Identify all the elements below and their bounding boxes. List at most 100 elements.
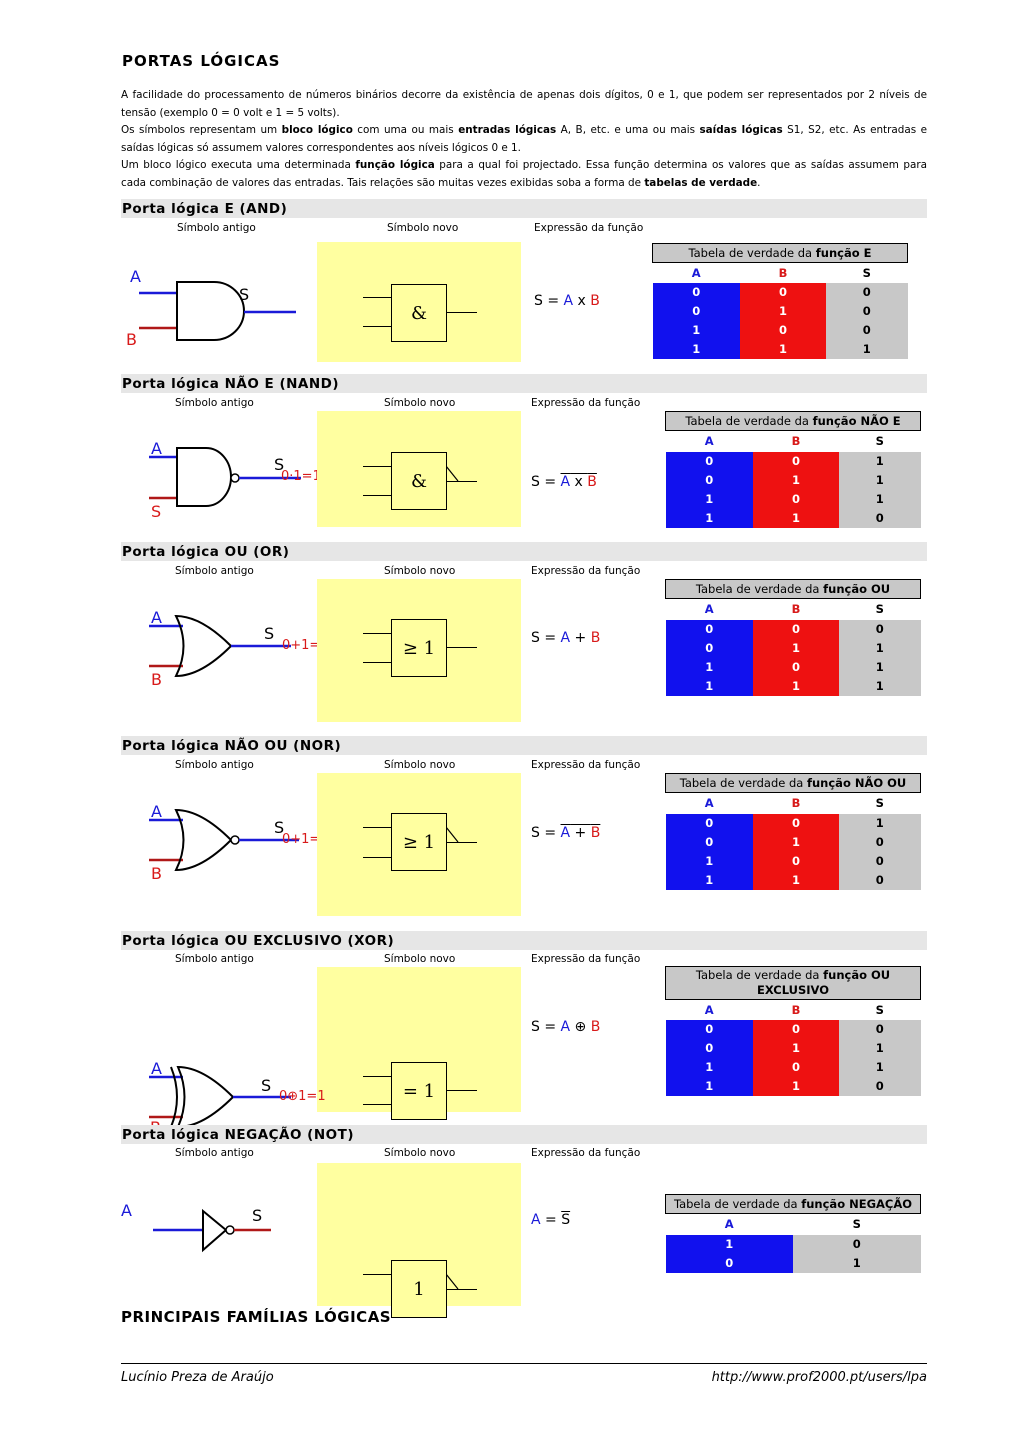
cell-b: 1 xyxy=(752,470,839,490)
nor-pin xyxy=(447,842,477,844)
section-band xyxy=(121,542,927,561)
cell-b: 0 xyxy=(752,813,839,833)
nand-pin xyxy=(363,495,391,497)
cell-b: 0 xyxy=(752,451,839,471)
expr-part: S = xyxy=(531,630,561,646)
xor-expression: S = A ⊕ B xyxy=(531,1019,600,1035)
cell-b: 0 xyxy=(752,619,839,639)
expr-part: B xyxy=(590,825,601,841)
expr-part: A xyxy=(560,630,571,646)
intro-term: bloco lógico xyxy=(281,124,353,136)
nor-input-a-label: A xyxy=(151,802,162,821)
xor-gate-old-symbol xyxy=(149,1065,291,1129)
cell-b: 1 xyxy=(752,1038,839,1058)
or-gate-old-symbol xyxy=(149,614,291,678)
cell-s: 0 xyxy=(838,508,921,528)
header-s: S xyxy=(875,602,884,617)
section-band xyxy=(121,199,927,218)
cell-a: 1 xyxy=(665,870,753,890)
expr-part: + xyxy=(570,630,591,646)
nand-input-b-label: S xyxy=(151,502,162,521)
cell-s: 1 xyxy=(838,638,921,658)
col-label-expr: Expressão da função xyxy=(534,222,644,234)
cell-b: 1 xyxy=(739,339,826,359)
or-note: 0+1=1 xyxy=(282,638,329,653)
section-band xyxy=(121,736,927,755)
cell-s: 1 xyxy=(838,813,921,833)
col-label-old: Símbolo antigo xyxy=(175,759,254,771)
intro-p2: A, B, etc. e uma ou mais xyxy=(556,124,700,136)
or-pin xyxy=(363,662,391,664)
cell-s: 1 xyxy=(838,676,921,696)
or-input-b-label: B xyxy=(151,670,162,689)
cell-a: 1 xyxy=(665,851,753,871)
cell-b: 0 xyxy=(739,282,826,302)
nor-pin xyxy=(363,827,391,829)
cell-s: 1 xyxy=(839,1038,921,1058)
xor-pin xyxy=(447,1090,477,1092)
expr-part: A xyxy=(560,825,571,841)
cell-b: 1 xyxy=(752,508,839,528)
section-title-xor: Porta lógica OU EXCLUSIVO (XOR) xyxy=(122,933,395,949)
section-title-and: Porta lógica E (AND) xyxy=(122,201,288,217)
expr-part: B xyxy=(587,474,597,490)
expr-part: A xyxy=(563,293,574,309)
cell-s: 0 xyxy=(793,1234,921,1254)
nand-pin xyxy=(363,466,391,468)
header-b: B xyxy=(791,434,801,449)
caption-function: função NEGAÇÃO xyxy=(801,1197,913,1211)
and-input-a-label: A xyxy=(130,267,141,286)
caption-prefix: Tabela de verdade da xyxy=(679,776,807,790)
intro-p2: S1, S2, etc. As entradas e saídas lógica… xyxy=(121,124,928,154)
cell-s: 0 xyxy=(838,619,921,639)
cell-a: 0 xyxy=(652,282,740,302)
cell-b: 1 xyxy=(752,832,839,852)
col-label-old: Símbolo antigo xyxy=(175,565,254,577)
not-gate-old-symbol xyxy=(153,1208,271,1253)
caption-function: função OU EXCLUSIVO xyxy=(756,968,891,997)
intro-p3: para a qual foi projectado. Essa função … xyxy=(121,159,927,189)
section-title-families: PRINCIPAIS FAMÍLIAS LÓGICAS xyxy=(121,1308,392,1326)
expr-part: A xyxy=(531,1212,541,1228)
negation-mark-icon xyxy=(446,827,459,843)
expr-part: ⊕ xyxy=(570,1019,591,1035)
header-s: S xyxy=(875,796,884,811)
expr-part: A xyxy=(560,474,571,490)
xor-output-label: S xyxy=(261,1076,272,1095)
cell-a: 0 xyxy=(665,1038,753,1058)
nor-pin xyxy=(363,857,391,859)
header-a: A xyxy=(704,434,714,449)
cell-s: 0 xyxy=(839,1019,921,1039)
section-band xyxy=(121,931,927,950)
footer-url[interactable]: http://www.prof2000.pt/users/lpa xyxy=(711,1370,927,1385)
cell-a: 1 xyxy=(665,1076,753,1096)
cell-a: 0 xyxy=(665,1019,753,1039)
caption-prefix: Tabela de verdade da xyxy=(695,968,824,982)
xor-pin xyxy=(363,1076,391,1078)
and-input-b-label: B xyxy=(126,330,137,349)
col-label-expr: Expressão da função xyxy=(531,565,641,577)
cell-s: 0 xyxy=(838,870,921,890)
section-band xyxy=(121,1125,927,1144)
cell-a: 1 xyxy=(665,657,753,677)
expr-part: S = xyxy=(531,825,561,841)
header-a: A xyxy=(704,796,714,811)
cell-s: 1 xyxy=(838,657,921,677)
header-a: A xyxy=(704,602,714,617)
negation-mark-icon xyxy=(446,466,459,482)
cell-s: 0 xyxy=(838,832,921,852)
col-label-old: Símbolo antigo xyxy=(175,1147,254,1159)
cell-b: 1 xyxy=(752,870,839,890)
intro-term: saídas lógicas xyxy=(699,124,783,136)
caption-function: função NÃO E xyxy=(812,414,901,428)
cell-s: 0 xyxy=(839,1076,921,1096)
xor-pin xyxy=(363,1104,391,1106)
expr-part: x xyxy=(573,293,591,309)
cell-s: 1 xyxy=(839,1057,921,1077)
nand-pin xyxy=(447,481,477,483)
section-title-or: Porta lógica OU (OR) xyxy=(122,544,290,560)
cell-a: 0 xyxy=(665,638,753,658)
expr-part: S = xyxy=(531,1019,561,1035)
